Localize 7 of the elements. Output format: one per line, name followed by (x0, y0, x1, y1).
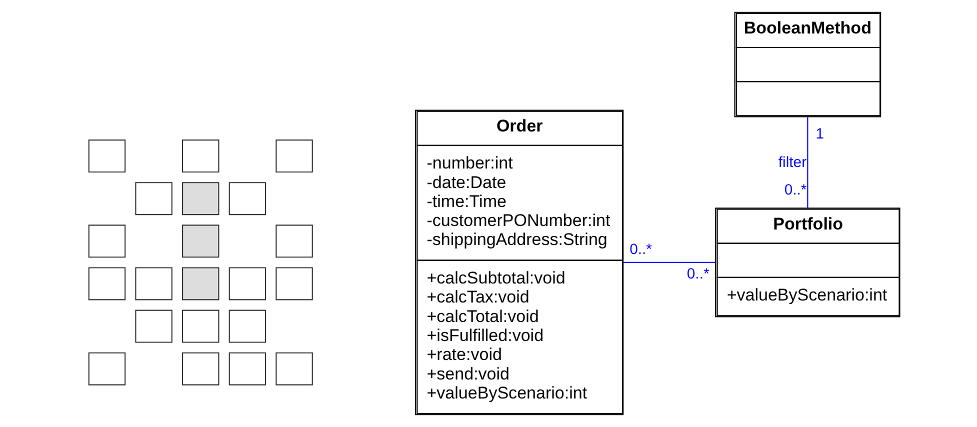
connector (806, 116, 808, 208)
label: 1 (815, 126, 824, 142)
label: 0..* (629, 242, 652, 258)
connector (622, 262, 716, 263)
label: 0..* (686, 266, 709, 283)
edge-label: filter (778, 154, 806, 171)
label: 0..* (784, 182, 806, 198)
